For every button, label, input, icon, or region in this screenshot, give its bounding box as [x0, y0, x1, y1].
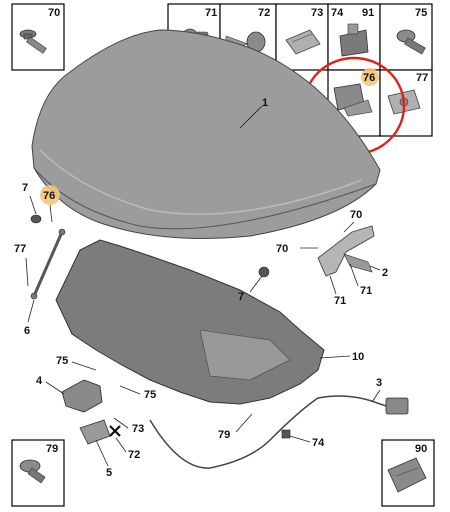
release-cable-part-3 — [149, 395, 401, 469]
clip-74-bottom-icon — [281, 429, 291, 439]
box-75: 75 — [379, 3, 433, 71]
box-79: 79 — [11, 439, 65, 507]
callout-79: 79 — [218, 429, 230, 441]
callout-70-lower: 70 — [276, 243, 288, 255]
box-76-label: 76 — [363, 72, 375, 84]
insulation-panel-part-10 — [55, 239, 325, 405]
lock-part-4 — [61, 379, 103, 413]
screw-70-icon — [19, 29, 47, 54]
callout-10: 10 — [352, 351, 364, 363]
callout-75-left: 75 — [56, 355, 68, 367]
callout-70-upper: 70 — [350, 209, 362, 221]
box-77: 77 — [379, 69, 433, 137]
callout-7-mid: 7 — [238, 291, 244, 303]
callout-4: 4 — [36, 375, 43, 387]
cable-end-icon — [385, 397, 409, 415]
clip-76-icon — [333, 83, 373, 117]
callout-71-lower: 71 — [334, 295, 346, 307]
clip-73-icon — [285, 29, 321, 55]
hinge-part-2 — [317, 225, 375, 277]
callout-6: 6 — [24, 325, 30, 337]
box-75-label: 75 — [415, 7, 427, 19]
callout-75-right: 75 — [144, 389, 156, 401]
box-79-label: 79 — [46, 443, 58, 455]
box-70-label: 70 — [48, 7, 60, 19]
bolt-75-icon — [396, 29, 426, 55]
callout-73: 73 — [132, 423, 144, 435]
clamp-90-icon — [387, 457, 427, 493]
callout-3: 3 — [376, 377, 382, 389]
cross-marker-icon — [109, 425, 121, 437]
bonnet-part-1 — [31, 29, 381, 239]
box-70: 70 — [11, 3, 65, 71]
box-90-label: 90 — [415, 443, 427, 455]
callout-5: 5 — [106, 467, 112, 479]
box-77-label: 77 — [416, 72, 428, 84]
callout-74: 74 — [312, 437, 325, 449]
box-71-label: 71 — [205, 7, 217, 19]
box-72-label: 72 — [258, 7, 270, 19]
push-rivet-79-icon — [19, 459, 46, 484]
callout-77: 77 — [14, 243, 26, 255]
box-73-label: 73 — [311, 7, 323, 19]
callout-72: 72 — [128, 449, 140, 461]
callout-76-left: 76 — [43, 190, 55, 202]
box-73: 73 — [275, 3, 329, 71]
callout-71-upper: 71 — [360, 285, 372, 297]
stay-part-6 — [30, 228, 66, 300]
box-76-badge — [361, 68, 379, 86]
box-90: 90 — [381, 439, 435, 507]
nut-7-mid-icon — [258, 266, 270, 278]
box-74-label: 74 — [331, 7, 344, 19]
callout-7-left: 7 — [22, 182, 28, 194]
callout-2: 2 — [382, 267, 388, 279]
callout-76-left-badge — [40, 185, 60, 205]
box-91-label: 91 — [362, 7, 374, 19]
clip-7-left-icon — [30, 214, 42, 224]
callout-1: 1 — [262, 97, 268, 109]
clip-74-icon — [339, 23, 369, 57]
release-handle-part-5 — [79, 419, 111, 445]
